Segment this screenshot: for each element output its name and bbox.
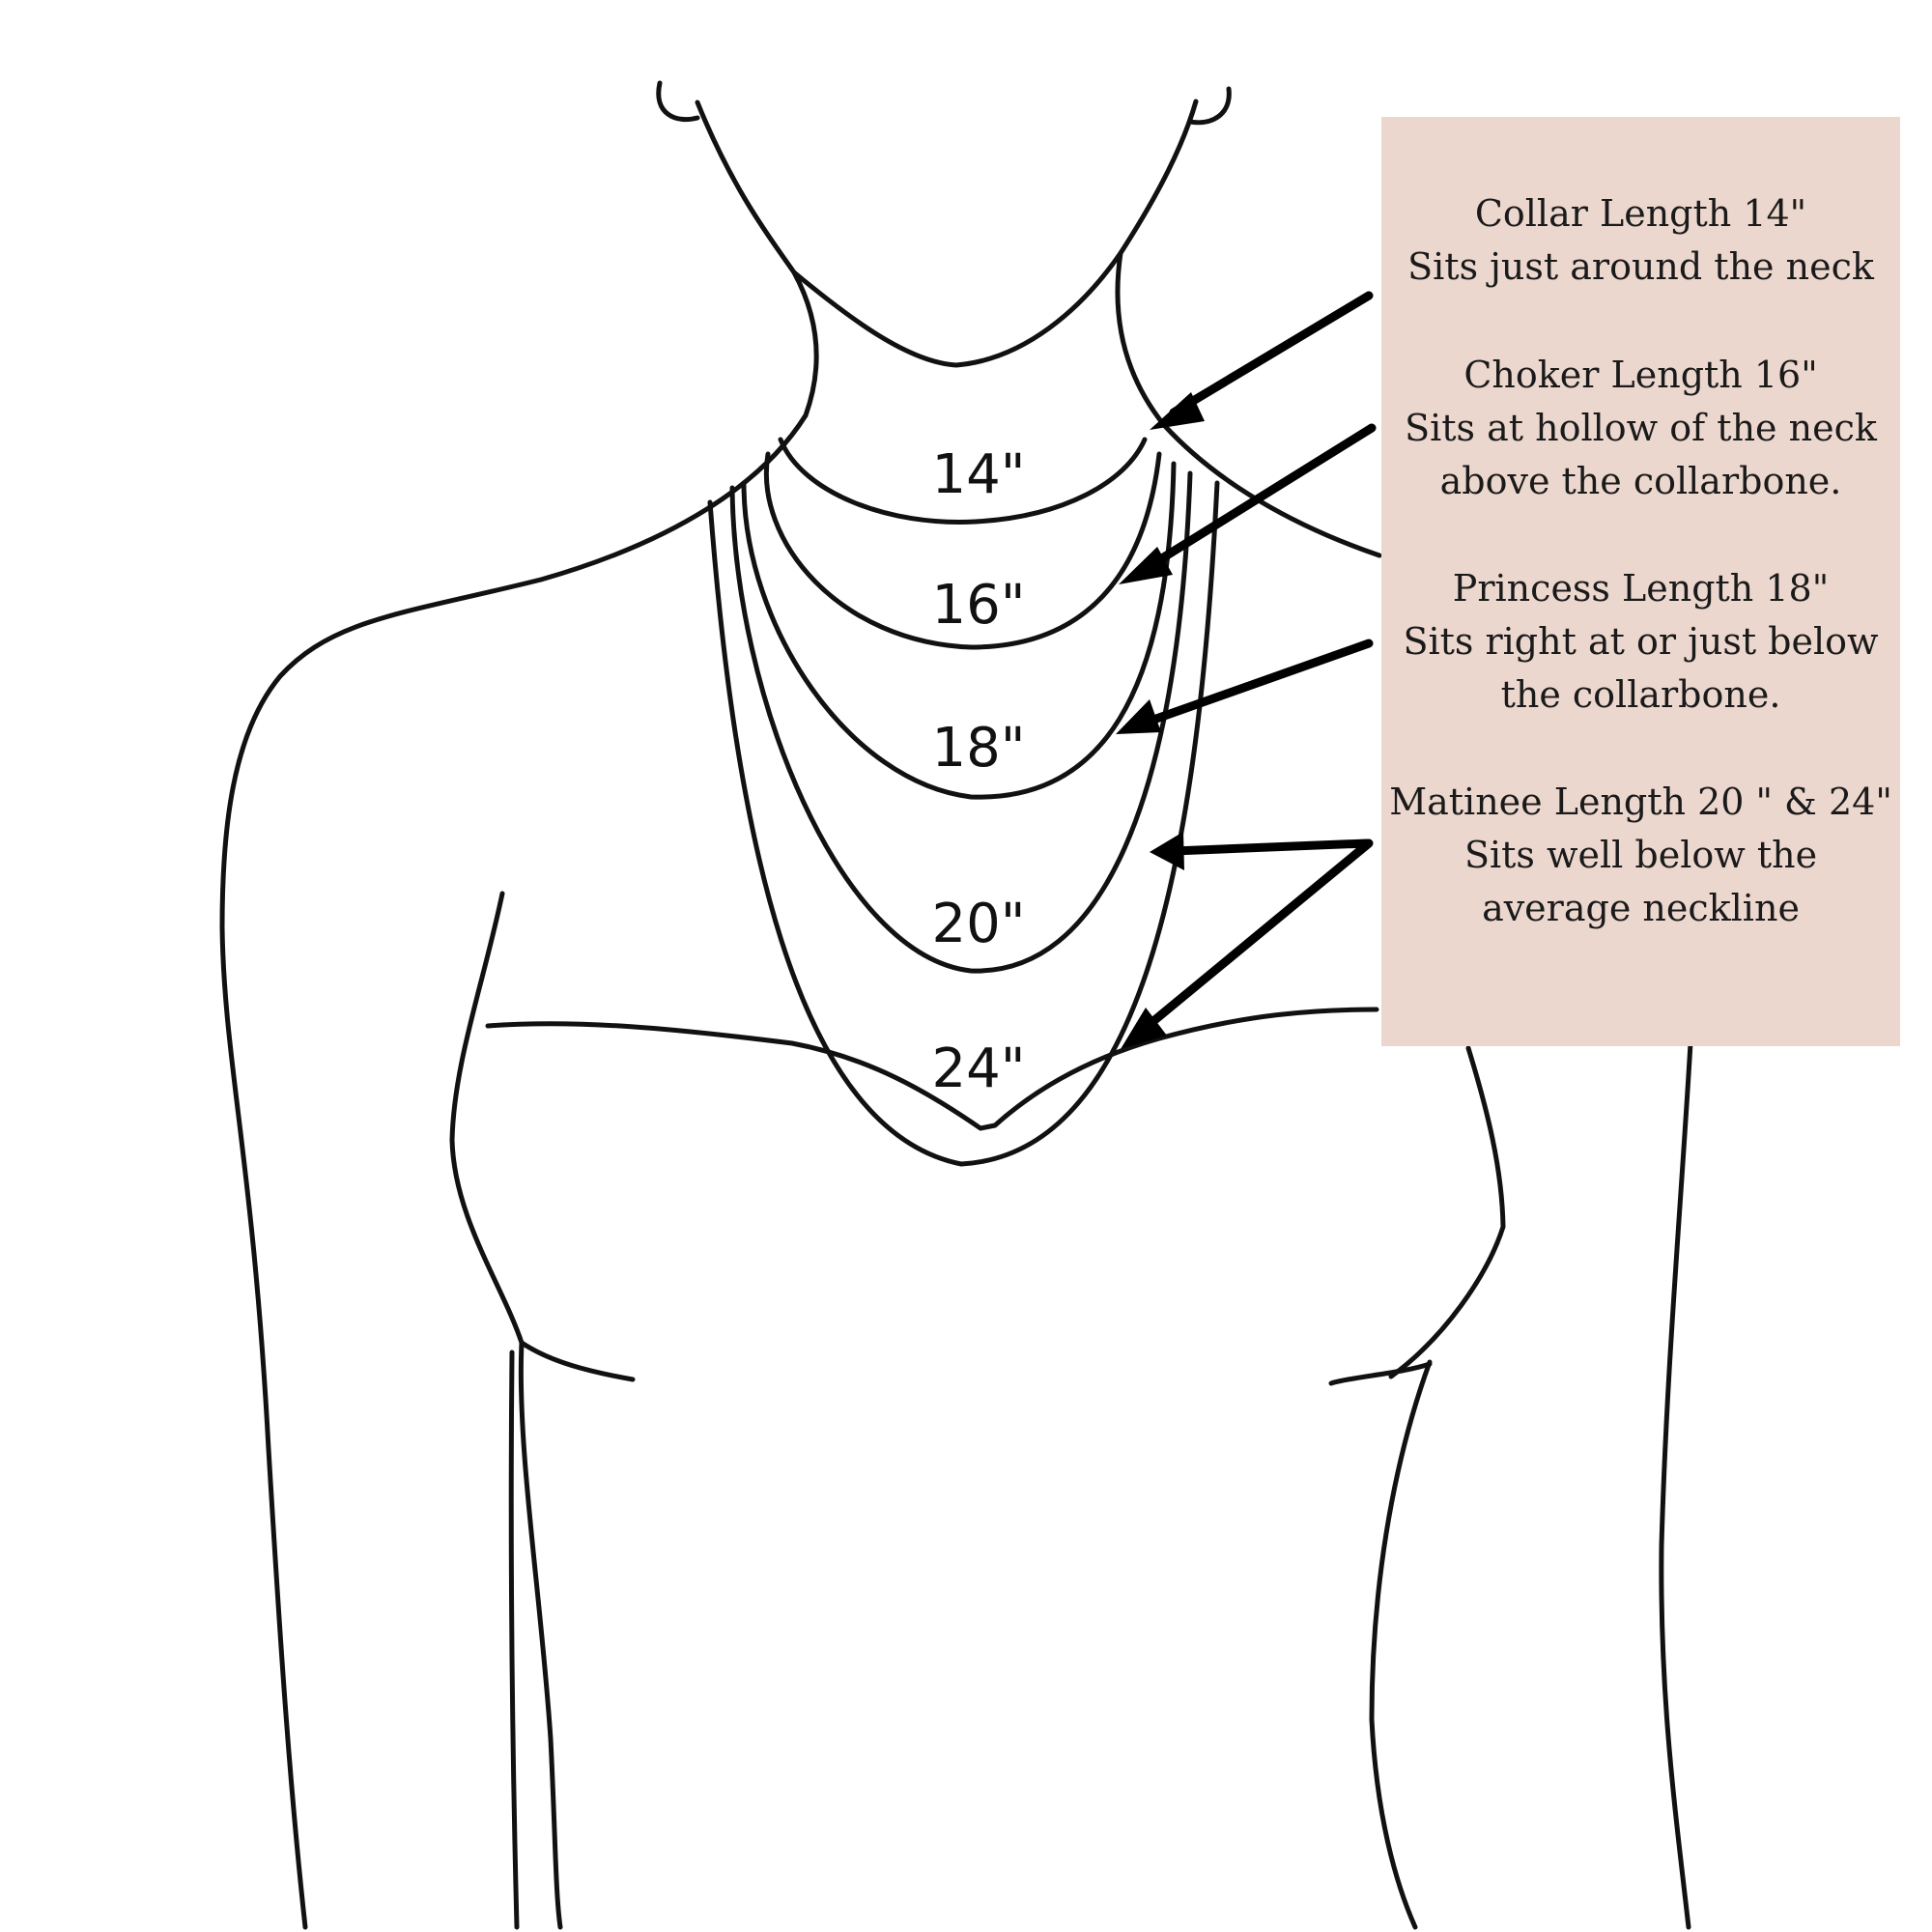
entry-choker-line-1: Sits at hollow of the neck	[1405, 407, 1877, 449]
entry-collar: Collar Length 14" Sits just around the n…	[1381, 187, 1900, 294]
entry-collar-title: Collar Length 14"	[1474, 192, 1807, 235]
length-guide-panel: Collar Length 14" Sits just around the n…	[1381, 117, 1900, 1046]
arrow-choker-head	[1119, 547, 1173, 584]
pointer-arrows	[1116, 291, 1377, 1049]
jaw	[695, 99, 1199, 368]
arrow-choker	[1137, 423, 1377, 576]
entry-princess-line-1: Sits right at or just below	[1403, 620, 1879, 663]
neck-left	[791, 270, 819, 418]
left-arm-inner	[449, 891, 563, 1930]
left-torso	[508, 1350, 520, 1930]
bust-right-lower	[1328, 1361, 1433, 1386]
length-label-20: 20"	[931, 893, 1025, 955]
entry-collar-line-1: Sits just around the neck	[1407, 245, 1874, 288]
entry-matinee: Matinee Length 20 " & 24" Sits well belo…	[1381, 776, 1900, 935]
necklaces	[707, 437, 1220, 1167]
necklace-14	[778, 437, 1148, 525]
necklace-20	[729, 470, 1193, 974]
entry-choker-line-2: above the collarbone.	[1439, 460, 1842, 502]
arrow-princess-head	[1116, 699, 1161, 734]
neck-right	[1115, 250, 1167, 428]
left-arm-inner-edge	[519, 1340, 636, 1382]
entry-princess: Princess Length 18" Sits right at or jus…	[1381, 562, 1900, 722]
entry-matinee-line-2: average neckline	[1482, 887, 1800, 929]
body-outline	[219, 80, 1693, 1930]
entry-choker: Choker Length 16" Sits at hollow of the …	[1381, 349, 1900, 508]
length-label-24: 24"	[931, 1037, 1025, 1100]
length-label-14: 14"	[931, 443, 1025, 506]
arrow-matinee-24-head	[1121, 1008, 1167, 1049]
right-arm-outer	[1659, 1040, 1693, 1930]
necklace-18	[741, 461, 1177, 800]
bust-left	[485, 1007, 1379, 1131]
entry-choker-title: Choker Length 16"	[1463, 354, 1818, 396]
arrow-princess	[1135, 639, 1374, 729]
length-label-18: 18"	[931, 717, 1025, 780]
left-ear	[656, 80, 700, 123]
arrow-matinee-20-head	[1150, 832, 1184, 870]
entry-princess-line-2: the collarbone.	[1500, 673, 1781, 716]
left-shoulder	[219, 412, 809, 1930]
arrow-collar-head	[1150, 392, 1205, 430]
length-label-16: 16"	[931, 574, 1025, 637]
entry-matinee-line-1: Sits well below the	[1463, 834, 1818, 876]
entry-matinee-title: Matinee Length 20 " & 24"	[1389, 781, 1892, 823]
necklace-24	[707, 480, 1220, 1167]
entry-princess-title: Princess Length 18"	[1452, 567, 1830, 610]
right-ear	[1187, 86, 1232, 126]
length-labels: 14" 16" 18" 20" 24"	[931, 443, 1025, 1100]
arrow-collar	[1169, 291, 1374, 417]
arrow-matinee-24	[1137, 838, 1374, 1036]
right-arm-inner	[1369, 1045, 1506, 1930]
arrow-matinee-20	[1169, 838, 1372, 856]
necklace-16	[764, 451, 1162, 650]
